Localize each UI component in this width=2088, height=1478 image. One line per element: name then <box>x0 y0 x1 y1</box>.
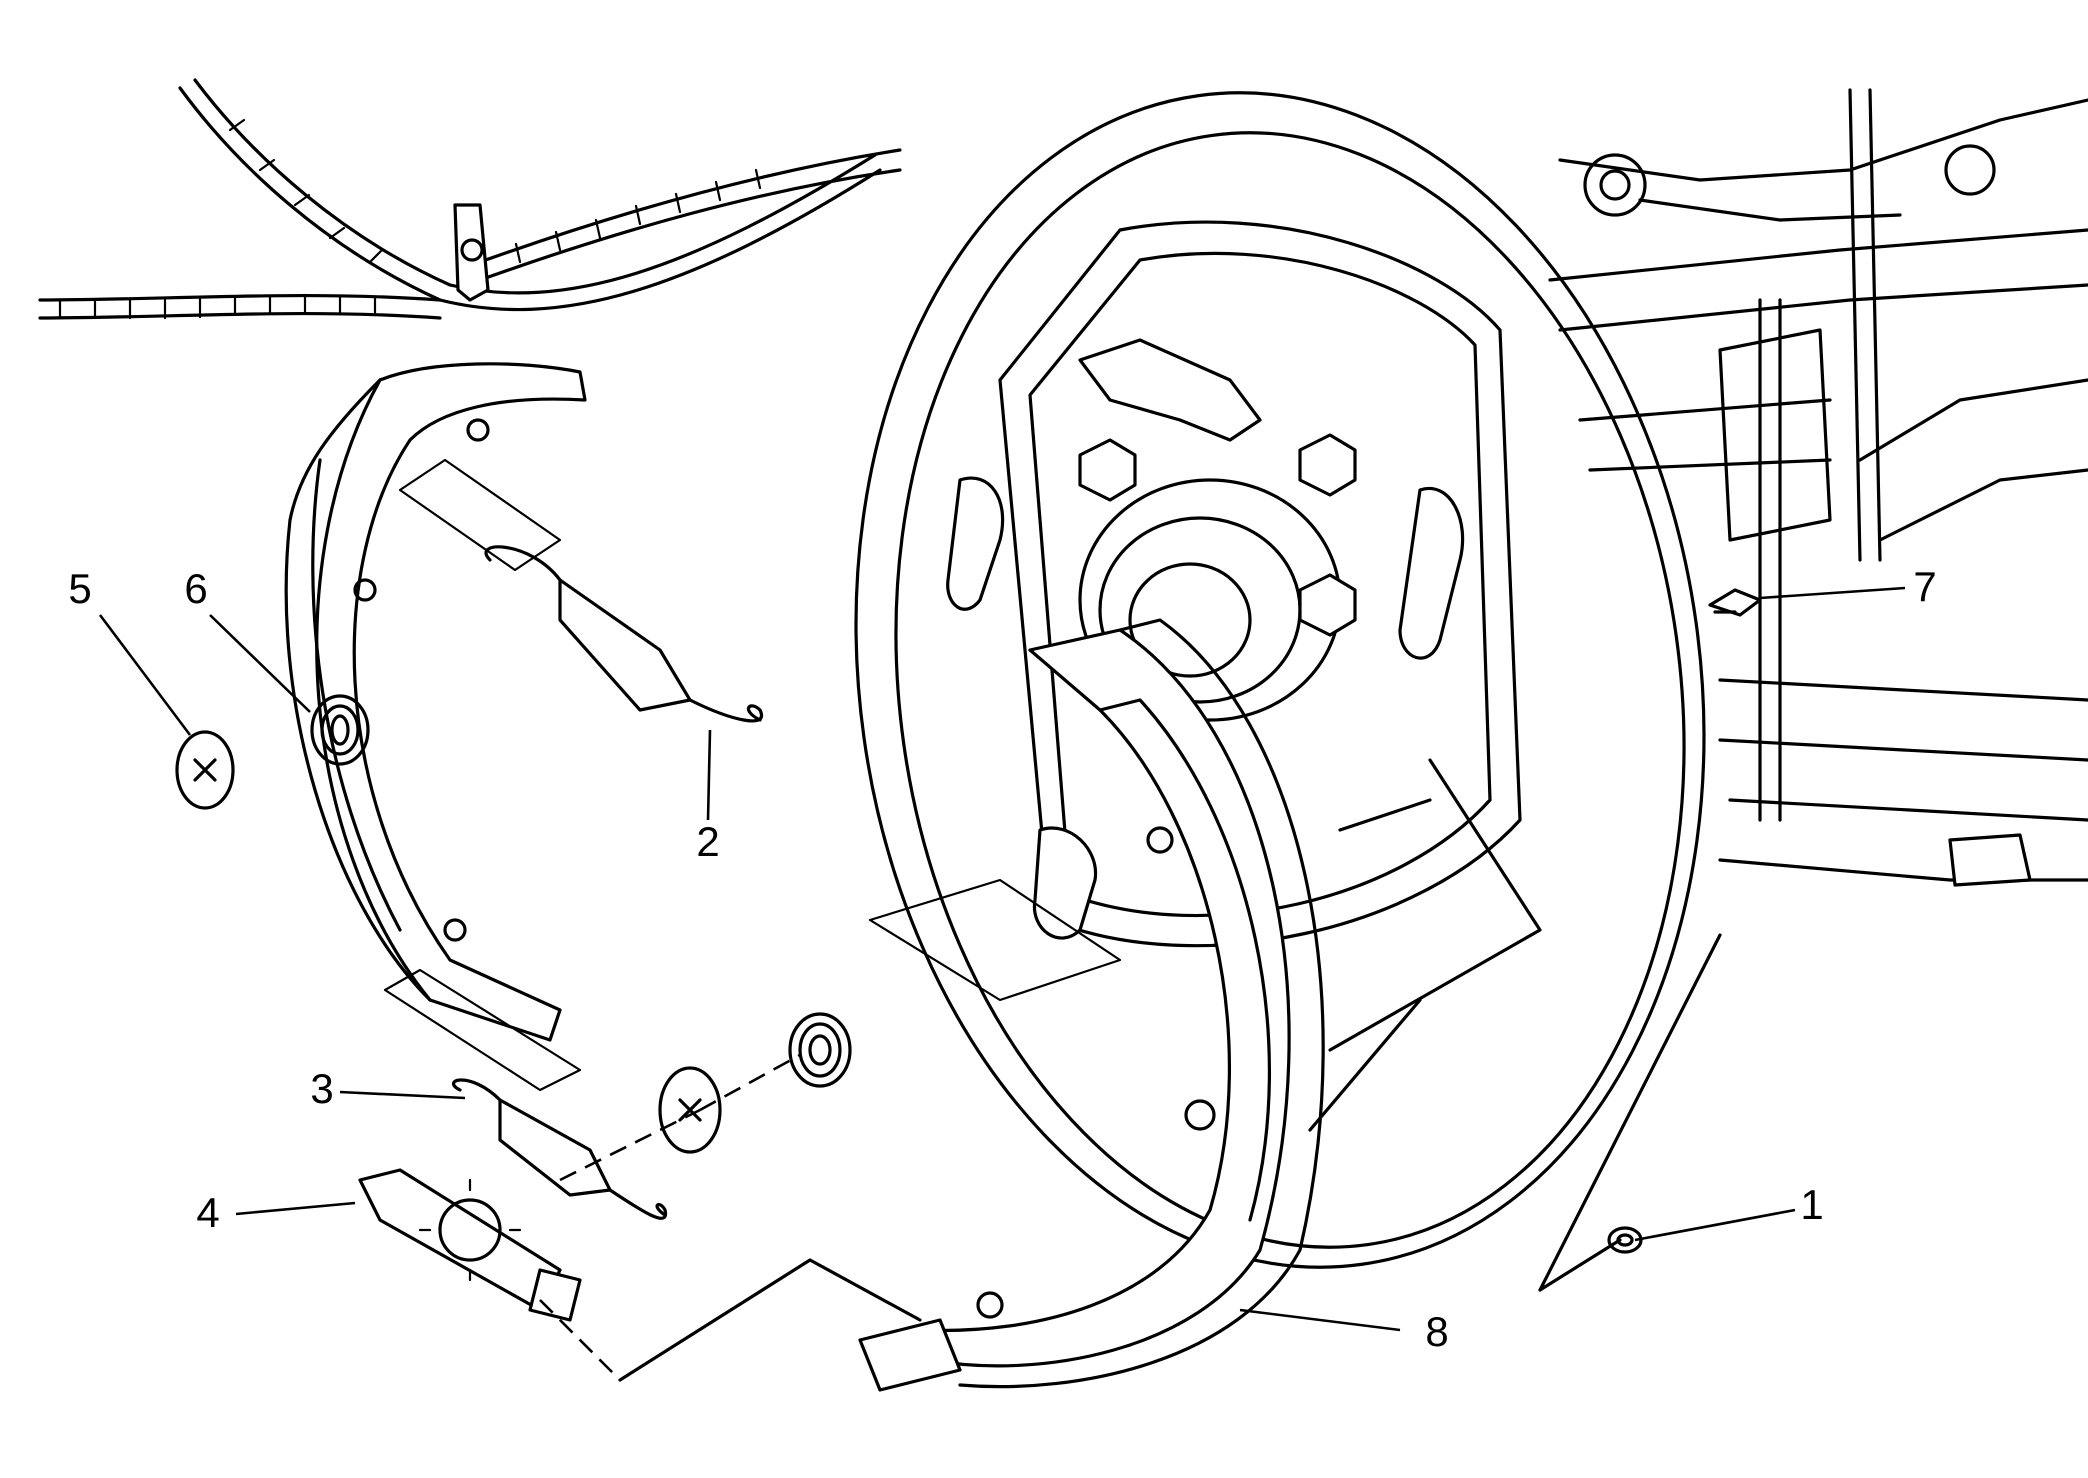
callout-2: 2 <box>696 818 719 865</box>
callout-labels: 1 2 3 4 5 6 7 8 <box>68 563 1936 1355</box>
retainer-cap-left <box>175 730 235 810</box>
leader-lines <box>98 586 1906 1332</box>
brake-cable <box>38 78 902 320</box>
hold-down-spring-right <box>788 1012 852 1088</box>
callout-1: 1 <box>1800 1181 1823 1228</box>
axle-assembly <box>1548 88 2088 887</box>
assembly-guide-lines <box>383 458 1722 1382</box>
brake-shoe-front <box>858 618 1325 1392</box>
callout-5: 5 <box>68 565 91 612</box>
callout-8: 8 <box>1425 1308 1448 1355</box>
hold-down-spring-left <box>310 694 370 766</box>
retainer-cap-right <box>658 1066 722 1154</box>
callout-4: 4 <box>196 1189 219 1236</box>
brake-backing-plate <box>854 91 1706 1269</box>
return-spring-lower <box>452 1078 668 1220</box>
callout-7: 7 <box>1913 563 1936 610</box>
bolt-part <box>1708 588 1762 617</box>
return-spring-upper <box>484 545 764 723</box>
callout-3: 3 <box>310 1065 333 1112</box>
callout-6: 6 <box>184 565 207 612</box>
adjuster-assembly <box>358 1168 582 1322</box>
